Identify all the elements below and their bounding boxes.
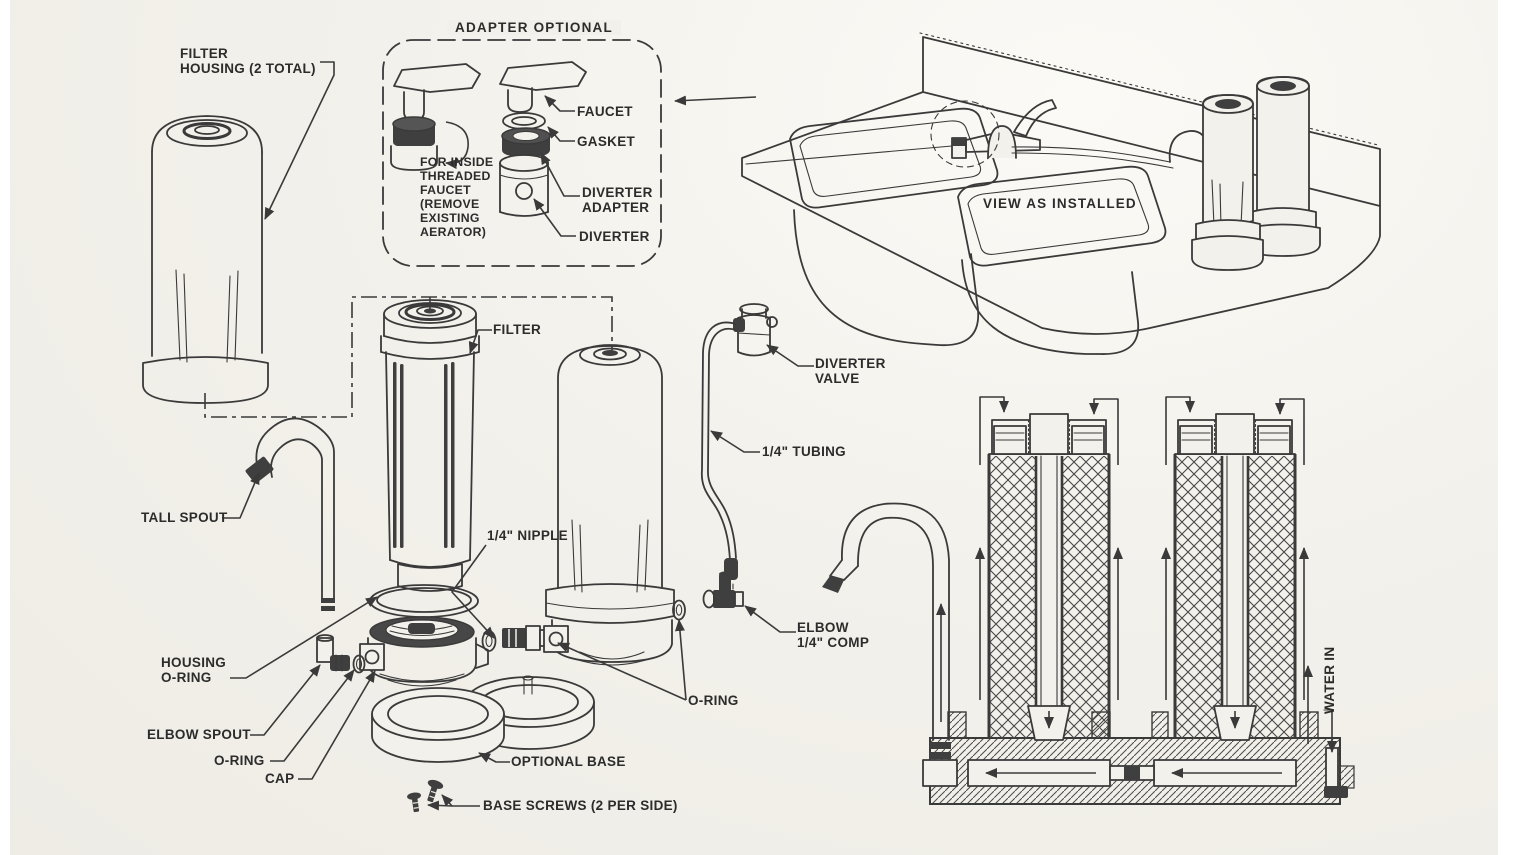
label-tall-spout: TALL SPOUT (141, 510, 228, 525)
label-view-as-installed: VIEW AS INSTALLED (983, 196, 1137, 211)
diverter-valve-part (733, 303, 778, 357)
label-adapter-optional: ADAPTER OPTIONAL (447, 20, 621, 36)
cross-section-unit-1 (975, 396, 1123, 741)
label-gasket: GASKET (577, 134, 636, 149)
label-elbow-spout: ELBOW SPOUT (147, 727, 251, 742)
label-diverter: DIVERTER (579, 229, 650, 244)
threaded-cap-part (359, 616, 489, 687)
label-optional-base: OPTIONAL BASE (511, 754, 626, 769)
label-housing-oring: HOUSING O-RING (161, 655, 227, 686)
oring-small-left (352, 654, 366, 674)
label-faucet: FAUCET (577, 104, 633, 119)
label-quarter-nipple: 1/4" NIPPLE (487, 528, 568, 543)
filter-housing-drawing (142, 61, 613, 418)
label-base-screws: BASE SCREWS (2 PER SIDE) (483, 798, 678, 813)
cross-section-unit-2 (1161, 396, 1309, 741)
installed-filter-cylinders (1191, 76, 1321, 271)
adapter-box (382, 39, 757, 267)
assembled-housing (543, 344, 686, 666)
filter-cartridge (380, 299, 480, 592)
exploded-assembly (222, 299, 814, 813)
label-oring-right: O-RING (688, 693, 739, 708)
label-elbow-comp: ELBOW 1/4" COMP (797, 620, 870, 651)
label-filter: FILTER (493, 322, 542, 337)
label-water-in: WATER IN (1322, 646, 1337, 714)
elbow-spout-part (316, 634, 350, 672)
cross-section-spout (822, 502, 958, 787)
label-cap: CAP (265, 771, 295, 786)
label-filter-housing: FILTER HOUSING (2 TOTAL) (180, 46, 316, 77)
tall-spout-part (245, 417, 335, 611)
optional-base-part (371, 675, 595, 763)
sink-faucet (951, 99, 1057, 159)
cross-section-drawing (822, 396, 1355, 805)
housing-oring-part (369, 584, 479, 618)
sink-drawing (741, 32, 1381, 355)
base-screws-part (407, 779, 444, 813)
label-diverter-adapter: DIVERTER ADAPTER (582, 185, 653, 216)
label-oring-left: O-RING (214, 753, 265, 768)
elbow-comp-part (702, 571, 744, 609)
quarter-tubing-part (701, 321, 738, 607)
label-quarter-tubing: 1/4" TUBING (762, 444, 846, 459)
leader-lines (222, 329, 814, 811)
label-diverter-valve: DIVERTER VALVE (815, 356, 886, 387)
label-adapter-note: FOR INSIDE THREADED FAUCET (REMOVE EXIST… (420, 155, 494, 240)
